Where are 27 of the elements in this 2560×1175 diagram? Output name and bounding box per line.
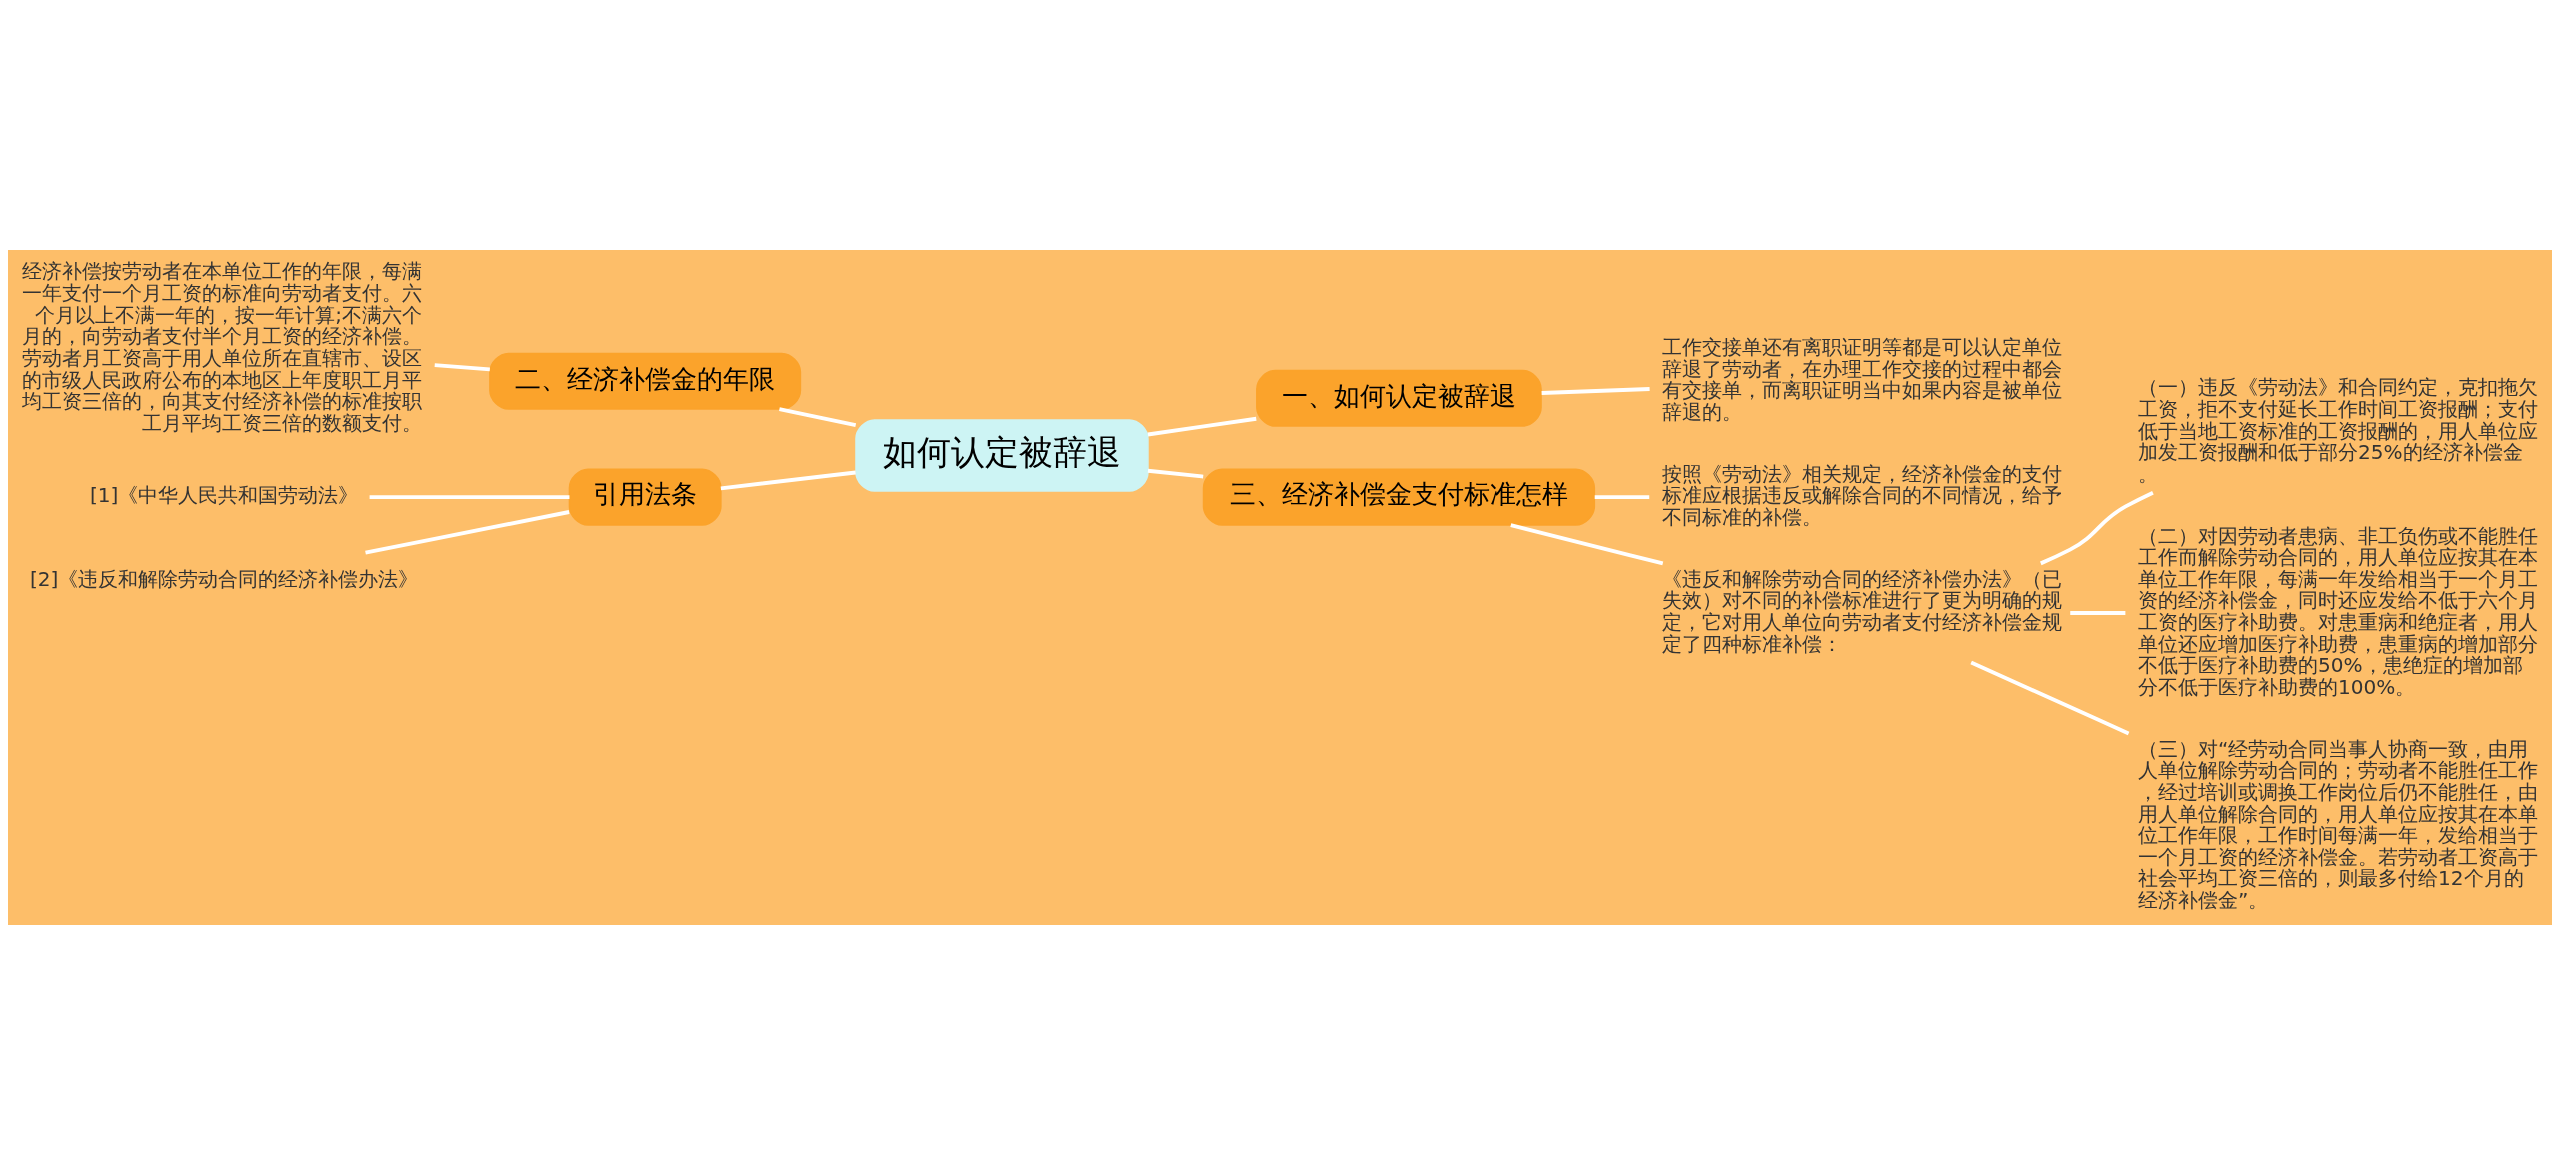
node-box: 一、如何认定被辞退 [1256,369,1542,427]
connector [434,363,490,372]
connector [1147,416,1257,437]
node-box: 二、经济补偿金的年限 [489,352,802,410]
node-text: （一）违反《劳动法》和合同约定，克扣拖欠工资，拒不支付延长工作时间工资报酬；支付低于当地工资标准的工资报酬的，用人单位应加发工资报酬和低于部分25%的经济补偿金。 [2138,375,2539,486]
connector [2070,611,2126,615]
node-text: 按照《劳动法》相关规定，经济补偿金的支付标准应根据违反或解除合同的不同情况，给予不同标准的补偿。 [1662,461,2063,530]
connector [720,470,856,491]
connector [365,510,570,555]
connector [1147,468,1204,479]
node-box: 三、经济补偿金支付标准怎样 [1202,468,1596,526]
node-text: [1]《中华人民共和国劳动法》 [90,483,359,508]
node-text: （二）对因劳动者患病、非工负伤或不能胜任工作而解除劳动合同的，用人单位应按其在本单位工作年限，每满一年发给相当于一个月工资的经济补偿金，同时还应发给不低于六个月工资的医疗补助费。对患重病和绝症者，用人单位还应增加医疗补助费，患重病的增加部分不低于医疗补助费的50%，患绝症的增加部分不低于医疗补助费的100%。 [2138,523,2539,699]
node-box: 如何认定被辞退 [855,419,1149,492]
node-box: 引用法条 [568,468,722,526]
connector [1510,523,1664,566]
node-text: 工作交接单还有离职证明等都是可以认定单位辞退了劳动者，在办理工作交接的过程中都会有交接单，而离职证明当中如果内容是被单位辞退的。 [1662,335,2063,424]
connector [1594,495,1650,500]
node-text: 《违反和解除劳动合同的经济补偿办法》（已失效）对不同的补偿标准进行了更为明确的规定，它对用人单位向劳动者支付经济补偿金规定了四种标准补偿： [1662,566,2063,656]
connector [1970,660,2130,736]
connector [2040,490,2154,566]
connector [369,495,570,500]
node-text: （三）对“经劳动合同当事人协商一致，由用人单位解除劳动合同的；劳动者不能胜任工作，经过培训或调换工作岗位后仍不能胜任，由用人单位解除合同的，用人单位应按其在本单位工作年限，工作时间每满一年，发给相当于一个月工资的经济补偿金。若劳动者工资高于社会平均工资三倍的，则最多付给12个月的经济补偿金”。 [2138,736,2539,913]
node-text: 经济补偿按劳动者在本单位工作的年限，每满一年支付一个月工资的标准向劳动者支付。六个月以上不满一年的，按一年计算;不满六个月的，向劳动者支付半个月工资的经济补偿。劳动者月工资高于用人单位所在直辖市、设区的市级人民政府公布的本地区上年度职工月平均工资三倍的，向其支付经济补偿的标准按职工月平均工资三倍的数额支付。 [21,259,422,435]
connector [1541,387,1650,395]
connector [779,407,857,427]
node-text: [2]《违反和解除劳动合同的经济补偿办法》 [30,566,419,591]
